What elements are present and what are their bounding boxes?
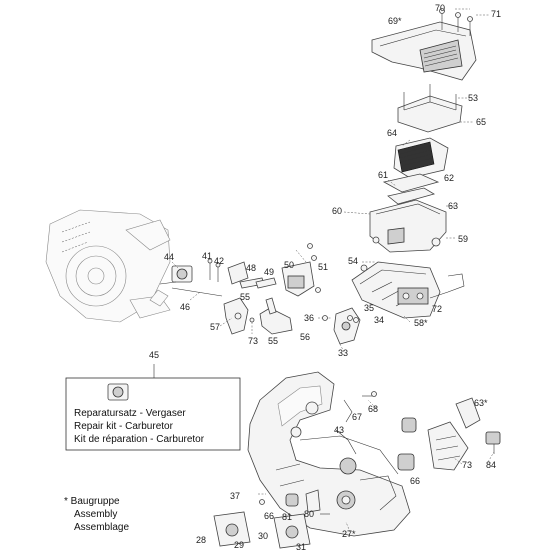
callout-73a: 73 xyxy=(248,336,258,346)
callout-35: 35 xyxy=(364,303,374,313)
repair-kit-line-de: Reparatursatz - Vergaser xyxy=(74,408,186,419)
callout-70: 70 xyxy=(435,3,445,13)
footnote-line-1: * Baugruppe xyxy=(64,496,120,507)
callout-63: 63 xyxy=(448,201,458,211)
callout-58: 58* xyxy=(414,318,428,328)
box-30-31 xyxy=(273,513,311,549)
air-filter xyxy=(393,137,449,179)
callout-68: 68 xyxy=(368,404,378,414)
callout-53: 53 xyxy=(468,93,478,103)
callout-72: 72 xyxy=(432,304,442,314)
callout-28: 28 xyxy=(196,535,206,545)
callout-67: 67 xyxy=(352,412,362,422)
callout-30: 30 xyxy=(258,531,268,541)
callout-64: 64 xyxy=(387,128,397,138)
callout-36: 36 xyxy=(304,313,314,323)
repair-kit-line-en: Repair kit - Carburetor xyxy=(74,421,174,432)
callout-66a: 66 xyxy=(410,476,420,486)
carb-brackets xyxy=(223,297,293,335)
callout-34: 34 xyxy=(374,315,384,325)
callout-49: 49 xyxy=(264,267,274,277)
callout-43: 43 xyxy=(334,425,344,435)
filter-housing xyxy=(369,199,456,253)
air-filter-cover xyxy=(371,21,477,81)
footnote-line-3: Assemblage xyxy=(74,522,129,533)
callout-46: 46 xyxy=(180,302,190,312)
repair-kit-line-fr: Kit de réparation - Carburetor xyxy=(74,434,205,445)
callout-57: 57 xyxy=(210,322,220,332)
filter-bracket xyxy=(397,84,474,133)
callout-66b: 66 xyxy=(264,511,274,521)
callout-71: 71 xyxy=(491,9,501,19)
callout-41: 41 xyxy=(202,251,212,261)
callout-80: 80 xyxy=(304,509,314,519)
engine-sketch xyxy=(45,209,171,323)
carburetor xyxy=(159,265,193,285)
callout-48: 48 xyxy=(246,263,256,273)
callout-31: 31 xyxy=(296,542,306,552)
callout-61: 61 xyxy=(378,170,388,180)
intake-flange xyxy=(318,307,361,353)
callout-84: 84 xyxy=(486,460,496,470)
gaskets xyxy=(227,261,277,289)
intake-manifold xyxy=(281,243,321,297)
callout-37: 37 xyxy=(230,491,240,501)
callout-numbers: 70 71 69* 53 65 64 61 62 60 63 59 54 72 … xyxy=(149,3,501,552)
box-28-29 xyxy=(213,511,251,547)
callout-55a: 55 xyxy=(240,292,250,302)
callout-42: 42 xyxy=(214,256,224,266)
footnote: * Baugruppe Assembly Assemblage xyxy=(64,496,129,533)
callout-69: 69* xyxy=(388,16,402,26)
callout-45: 45 xyxy=(149,350,159,360)
callout-29: 29 xyxy=(234,540,244,550)
callout-51: 51 xyxy=(318,262,328,272)
carb-screws xyxy=(207,258,221,282)
repair-kit-box: Reparatursatz - Vergaser Repair kit - Ca… xyxy=(65,364,241,451)
callout-73b: 73 xyxy=(462,460,472,470)
callout-59: 59 xyxy=(458,234,468,244)
callout-55b: 55 xyxy=(268,336,278,346)
callout-81: 81 xyxy=(282,512,292,522)
filter-seal xyxy=(382,173,440,205)
carburetor-box xyxy=(351,261,465,319)
callout-44: 44 xyxy=(164,252,174,262)
callout-62: 62 xyxy=(444,173,454,183)
callout-50: 50 xyxy=(284,260,294,270)
leader-lines xyxy=(171,139,495,533)
callout-27: 27* xyxy=(342,529,356,539)
cover-screws xyxy=(439,8,490,36)
footnote-line-2: Assembly xyxy=(74,509,117,520)
callout-56: 56 xyxy=(300,332,310,342)
callout-65: 65 xyxy=(476,117,486,127)
callout-33: 33 xyxy=(338,348,348,358)
callout-60: 60 xyxy=(332,206,342,216)
callout-63-star: 63* xyxy=(474,398,488,408)
callout-54: 54 xyxy=(348,256,358,266)
throttle-rod xyxy=(171,287,223,297)
side-parts xyxy=(397,397,501,471)
lower-parts xyxy=(258,489,330,515)
throttle-parts xyxy=(335,391,377,455)
